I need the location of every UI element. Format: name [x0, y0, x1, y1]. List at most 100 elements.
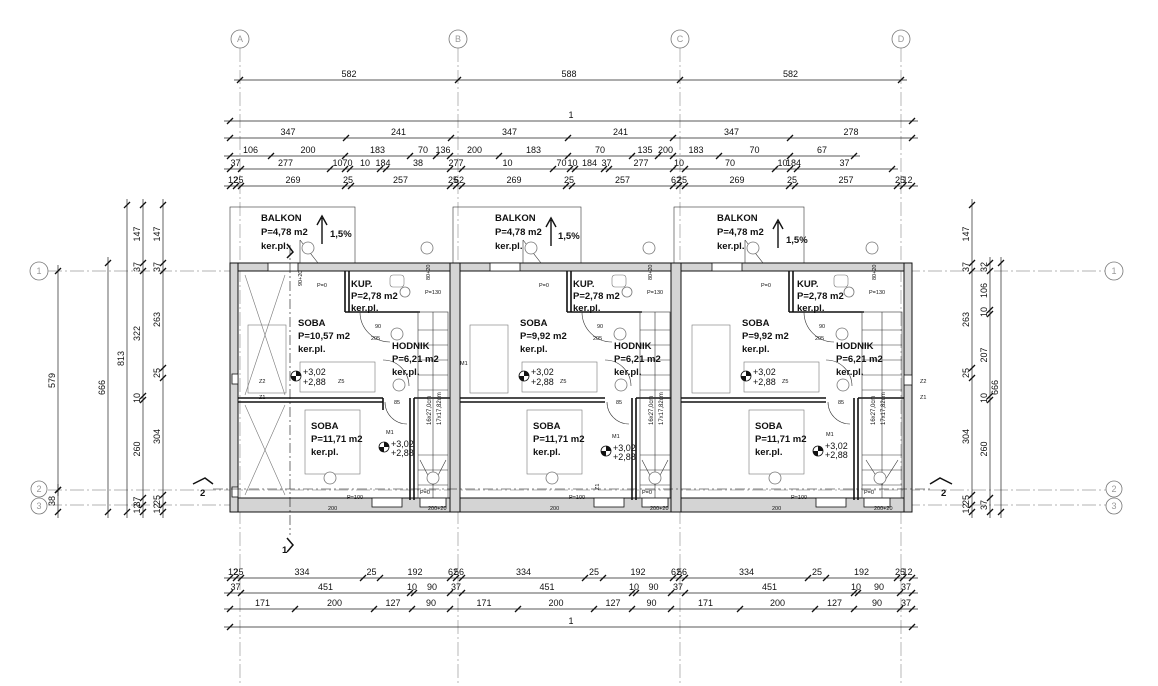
dimension-tick [376, 165, 384, 173]
dimension-value: 10 [979, 393, 989, 403]
hall-area: P=6,21 m2 [836, 354, 883, 365]
dimension-value: 241 [391, 127, 406, 137]
window [593, 497, 625, 508]
window-tag: Z5 [782, 379, 788, 385]
dimension-tick [986, 508, 994, 516]
dimension-tick [267, 152, 275, 160]
dimension-value: 37 [230, 582, 240, 592]
dimension-value: 171 [476, 598, 491, 608]
level-bottom: +2,88 [531, 377, 554, 387]
dimension-value: 25 [233, 175, 243, 185]
dimension-tick [654, 152, 662, 160]
partition-wall [853, 398, 859, 500]
sill-tag: P=0 [539, 283, 549, 289]
dimension-tick [446, 152, 454, 160]
room1-floor: ker.pl. [742, 344, 769, 355]
hall-floor: ker.pl. [836, 367, 863, 378]
dimension-value: 90 [874, 582, 884, 592]
dimension-value: 147 [961, 226, 971, 241]
dimension-value: 200 [300, 145, 315, 155]
party-wall [449, 262, 461, 513]
dimension-tick [564, 152, 572, 160]
dimension-tick [986, 310, 994, 318]
bathroom-name: KUP. [573, 279, 594, 290]
room2-area: P=11,71 m2 [533, 434, 585, 445]
dimension-tick [237, 589, 245, 597]
sill-tag: P=100 [791, 495, 807, 501]
dimension-tick [786, 134, 794, 142]
hall-name: HODNIK [392, 341, 430, 352]
dimension-value: 25 [961, 368, 971, 378]
bathroom-floor: ker.pl. [797, 303, 824, 314]
dimension-value: 70 [749, 145, 759, 155]
grid-label: A [237, 34, 243, 44]
dimension-tick [347, 182, 355, 190]
dimension-value: 334 [294, 567, 309, 577]
dimension-tick [159, 259, 167, 267]
dimension-tick [382, 165, 390, 173]
dimension-value: 37 [132, 496, 142, 506]
dimension-tick [406, 589, 414, 597]
dimension-tick [632, 589, 640, 597]
dimension-value: 192 [854, 567, 869, 577]
level-marker-icon [600, 445, 612, 457]
dimension-value: 25 [787, 175, 797, 185]
level-top: +3,02 [825, 441, 848, 451]
window [711, 262, 743, 272]
dimension-tick [667, 589, 675, 597]
room2-floor: ker.pl. [755, 447, 782, 458]
level-bottom: +2,88 [613, 452, 636, 462]
level-bottom: +2,88 [753, 377, 776, 387]
partition-wall [681, 397, 826, 403]
door-tag: M1 [612, 434, 620, 440]
dimension-tick [123, 508, 131, 516]
dimension-tick [54, 267, 62, 275]
dimension-tick [54, 508, 62, 516]
room2-name: SOBA [755, 421, 783, 432]
slope-arrow-icon [545, 216, 557, 246]
dimension-tick [675, 182, 683, 190]
level-bottom: +2,88 [391, 448, 414, 458]
door-tag: M1 [460, 361, 468, 367]
dimension-tick [104, 259, 112, 267]
dimension-tick [850, 589, 858, 597]
door-width: 85 [616, 400, 622, 406]
dimension-value: 90 [646, 598, 656, 608]
bathroom-floor: ker.pl. [351, 303, 378, 314]
window-tag: Z5 [560, 379, 566, 385]
grid-bubbles: A B C D 1 2 3 1 [29, 29, 1124, 515]
room1-area: P=10,57 m2 [298, 331, 350, 342]
dimension-tick [899, 182, 907, 190]
grid-label: 3 [1111, 501, 1116, 511]
dimension-value: 25 [812, 567, 822, 577]
room1-name: SOBA [742, 318, 770, 329]
level-marker-icon [812, 445, 824, 457]
dimension-tick [669, 152, 677, 160]
dimension-tick [736, 605, 744, 613]
dimension-tick [893, 182, 901, 190]
dimension-value: 10 [629, 582, 639, 592]
dimension-value: 1 [568, 110, 573, 120]
door-swing [803, 311, 835, 343]
dimension-tick [888, 165, 896, 173]
window-height: 80+20 [648, 265, 654, 280]
dimension-tick [628, 589, 636, 597]
level-top: +3,02 [303, 367, 326, 377]
dimension-value: 666 [97, 380, 107, 395]
balcony-area: P=4,78 m2 [717, 227, 764, 238]
bathroom-wall [566, 271, 642, 313]
dimension-tick [446, 589, 454, 597]
dimension-value: 127 [385, 598, 400, 608]
dimension-tick [628, 605, 636, 613]
dimension-value: 183 [526, 145, 541, 155]
slope-arrow-icon [316, 214, 328, 244]
dimension-tick [669, 165, 677, 173]
dimension-value: 70 [418, 145, 428, 155]
dimension-tick [564, 134, 572, 142]
dimension-value: 171 [255, 598, 270, 608]
grid-bubble-1-right: 1 [1104, 261, 1124, 281]
dimension-tick [432, 152, 440, 160]
dimension-value: 25 [961, 495, 971, 505]
dimension-tick [968, 201, 976, 209]
dimension-tick [341, 165, 349, 173]
